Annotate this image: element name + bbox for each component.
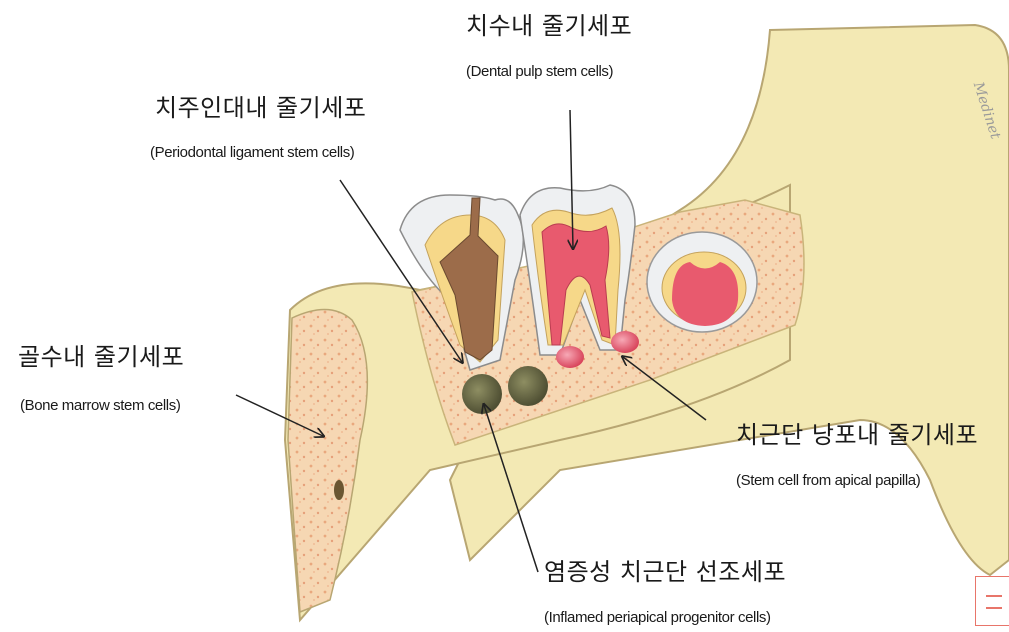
label-bone-marrow-en: (Bone marrow stem cells) [20,398,180,413]
label-apical-papilla-en: (Stem cell from apical papilla) [736,473,920,488]
label-periodontal-en: (Periodontal ligament stem cells) [150,145,354,160]
label-inflamed-en: (Inflamed periapical progenitor cells) [544,610,771,625]
bone-cross-section [288,309,367,612]
label-pulp-ko: 치수내 줄기세포 [466,14,632,38]
corner-logo-mark [975,576,1009,626]
label-apical-papilla-ko: 치근단 낭포내 줄기세포 [736,423,978,447]
nerve-canal [334,480,344,500]
tooth-unerupted [647,232,757,332]
periodontal-cell-ball-2 [508,366,548,406]
apical-papilla-bulb-2 [611,331,639,353]
label-bone-marrow-ko: 골수내 줄기세포 [18,345,184,369]
periodontal-cell-ball-1 [462,374,502,414]
label-periodontal-ko: 치주인대내 줄기세포 [155,96,366,120]
apical-papilla-bulb-1 [556,346,584,368]
label-inflamed-ko: 염증성 치근단 선조세포 [544,560,786,584]
label-pulp-en: (Dental pulp stem cells) [466,64,613,79]
